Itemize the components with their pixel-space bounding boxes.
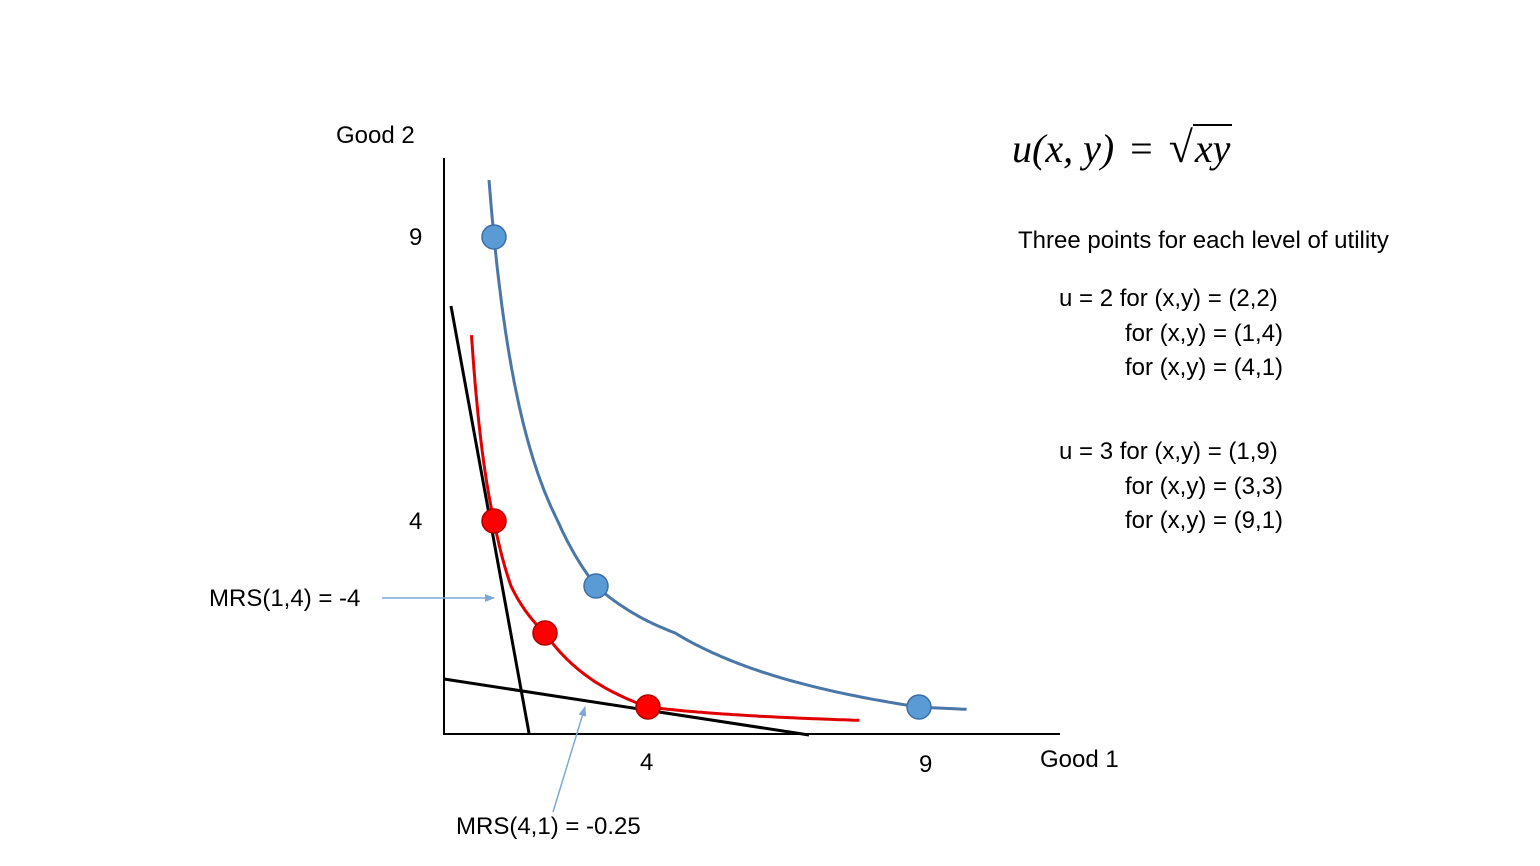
u3-row: u = 3 for (x,y) = (1,9)	[1059, 438, 1278, 465]
x-tick-4: 4	[640, 749, 654, 776]
u3-points-list: u = 3 for (x,y) = (1,9) for (x,y) = (3,3…	[1059, 435, 1283, 539]
mrs-4-1-label: MRS(4,1) = -0.25	[456, 813, 641, 840]
tangent-line-mrs-4-1	[443, 677, 810, 737]
radical-icon: √	[1168, 123, 1193, 172]
point-u2-2-2	[532, 620, 558, 646]
y-axis-label: Good 2	[336, 122, 415, 149]
point-u2-1-4	[481, 508, 507, 534]
u3-row: for (x,y) = (3,3)	[1125, 472, 1284, 500]
u3-row: for (x,y) = (9,1)	[1125, 507, 1284, 534]
info-heading: Three points for each level of utility	[1018, 227, 1389, 254]
mrs-4-1-arrow	[552, 706, 587, 813]
point-u3-1-9	[481, 224, 507, 250]
utility-formula: u(x, y) = √xy	[1012, 123, 1233, 172]
u2-points-list: u = 2 for (x,y) = (2,2) for (x,y) = (1,4…	[1059, 282, 1283, 386]
formula-lhs: u(x, y)	[1012, 126, 1115, 171]
mrs-1-4-label: MRS(1,4) = -4	[209, 585, 361, 612]
x-tick-9: 9	[919, 751, 933, 778]
point-u3-3-3	[583, 573, 609, 599]
formula-radicand: xy	[1192, 124, 1233, 171]
formula-equals: =	[1130, 126, 1153, 171]
indifference-curve-u3	[487, 179, 967, 711]
y-tick-4: 4	[409, 508, 423, 535]
u2-row: u = 2 for (x,y) = (2,2)	[1059, 285, 1278, 312]
y-tick-9: 9	[409, 224, 423, 251]
x-axis-label: Good 1	[1040, 746, 1119, 773]
point-u3-9-1	[906, 694, 932, 720]
indifference-curve-u2	[470, 335, 860, 722]
u2-row: for (x,y) = (4,1)	[1125, 354, 1284, 381]
point-u2-4-1	[635, 694, 661, 720]
u2-row: for (x,y) = (1,4)	[1125, 319, 1284, 347]
